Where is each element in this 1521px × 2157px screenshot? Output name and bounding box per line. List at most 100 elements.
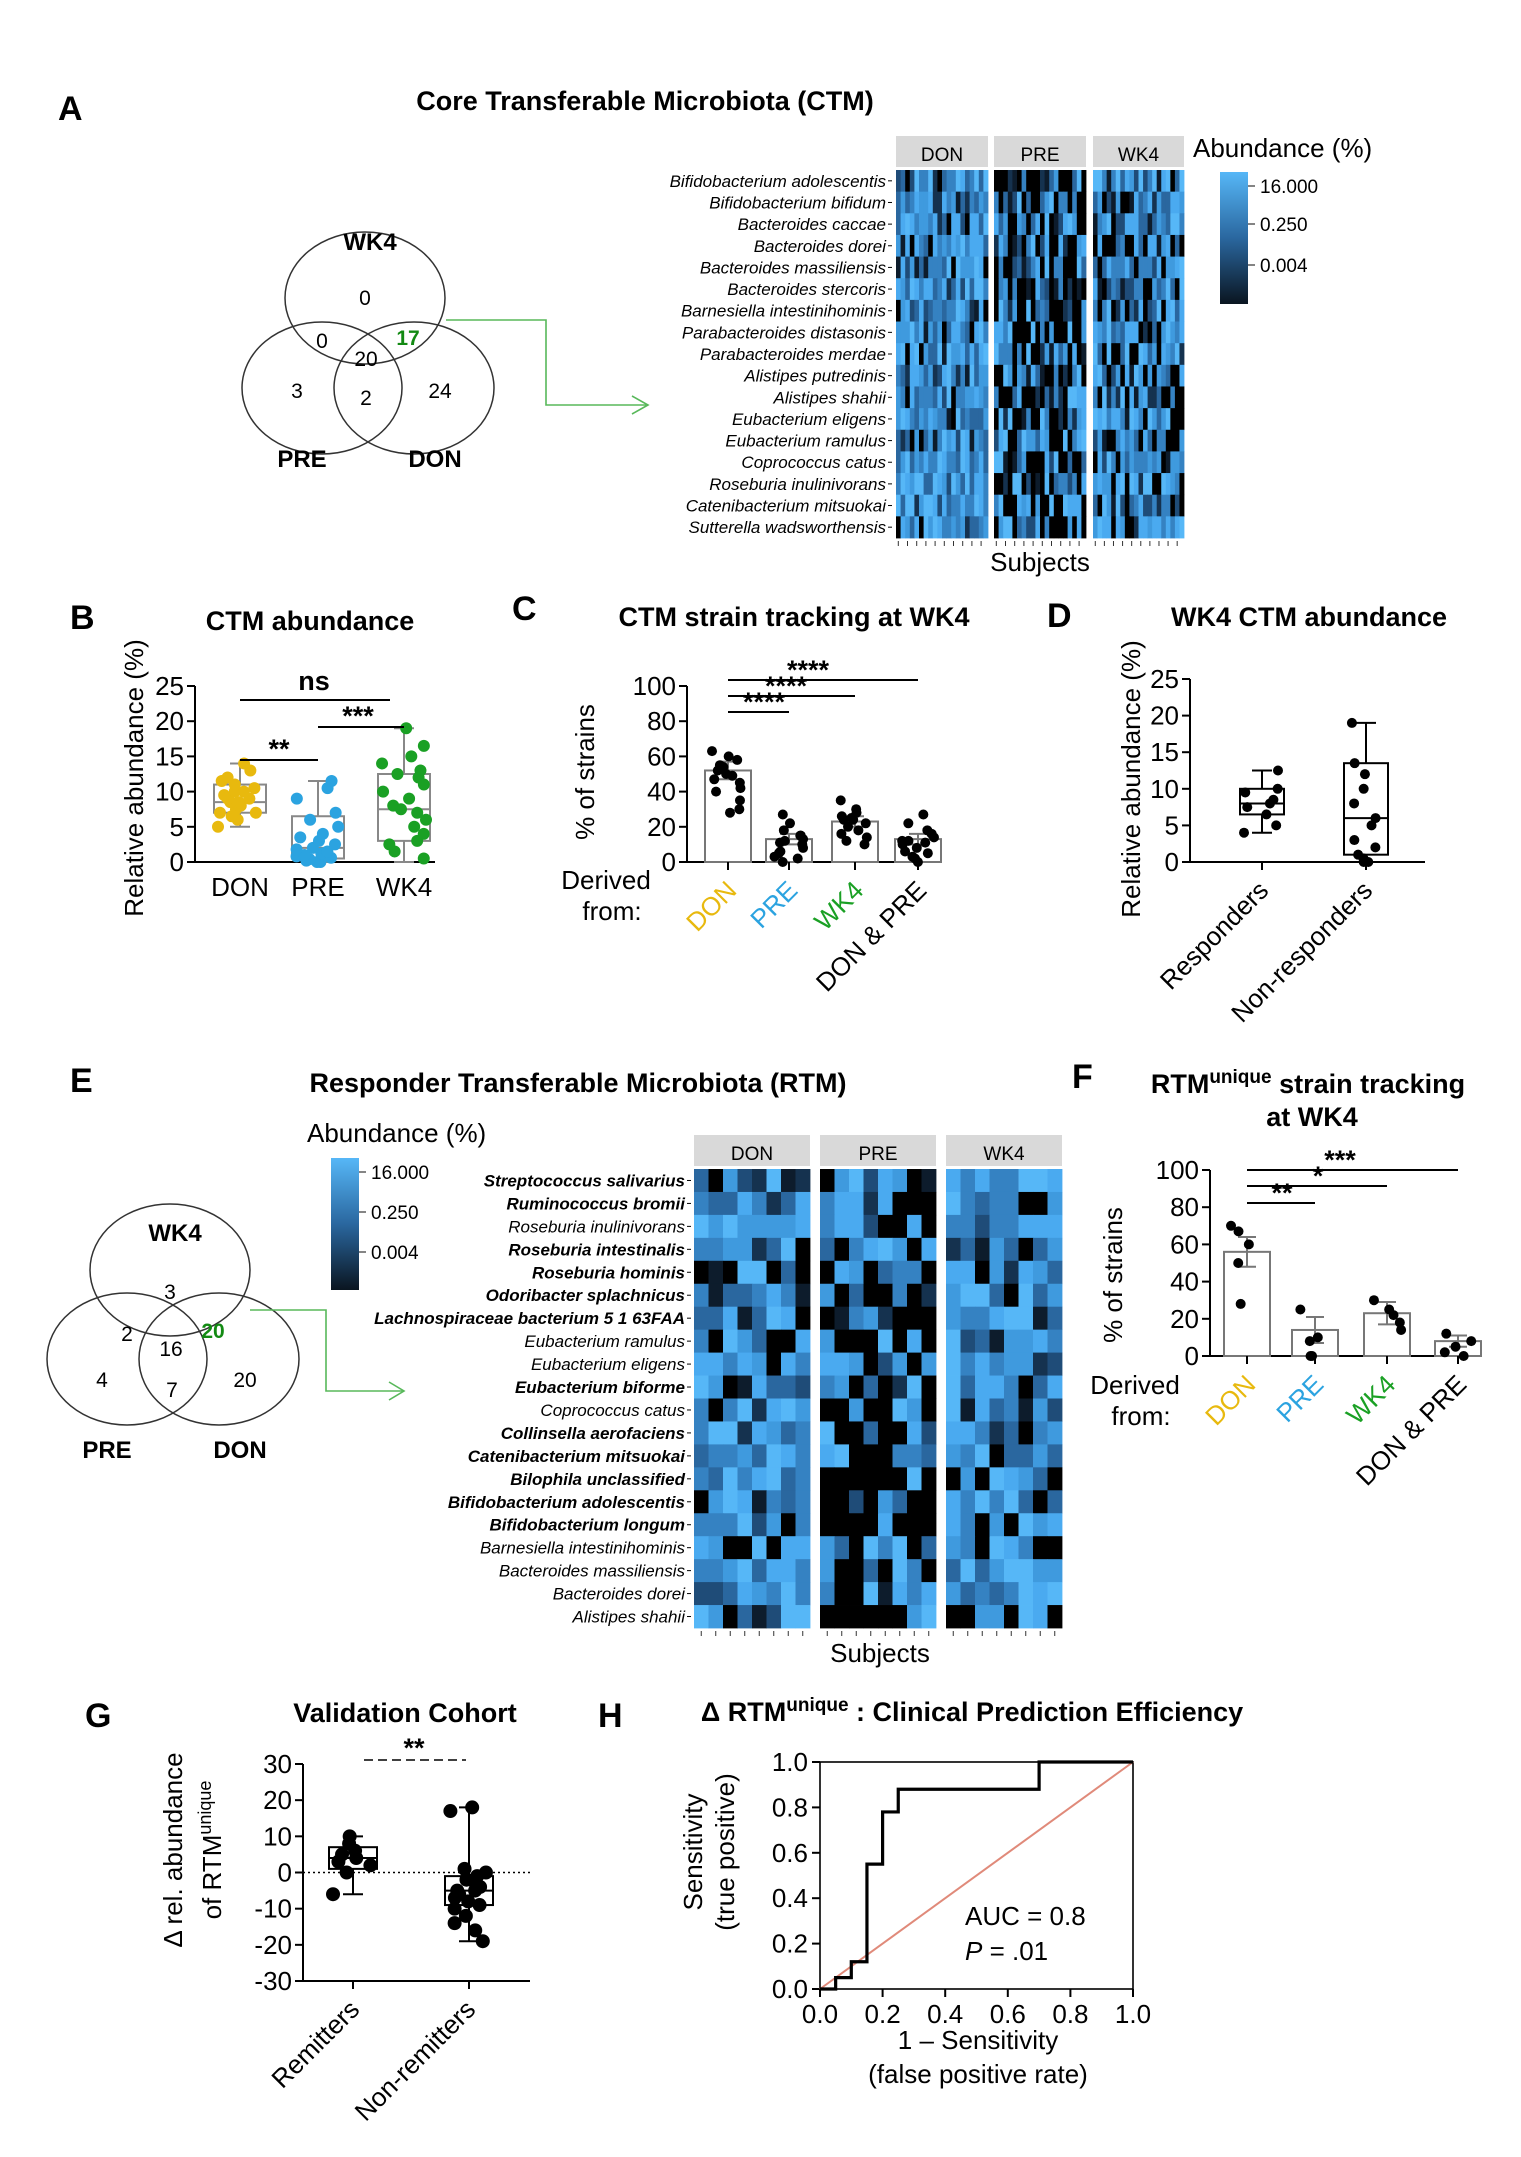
data-point [363,1858,378,1873]
heatmap-cell [1129,170,1135,193]
heatmap-cell [1138,234,1144,257]
data-point [735,783,746,794]
heatmap-cell [737,1375,753,1399]
heatmap-cell [932,256,938,279]
heatmap-cell [983,343,989,366]
heatmap-cell [1093,343,1098,366]
data-point [836,828,847,839]
heatmap-cell [1049,321,1055,344]
heatmap-cell [1174,473,1180,496]
heatmap-cell [1047,1237,1063,1262]
panel-f-title: RTMunique strain tracking [1151,1067,1465,1099]
heatmap-cell [905,234,911,257]
heatmap-cell [1174,299,1180,322]
data-point [403,792,416,805]
heatmap-cell [878,1283,893,1308]
y-tick-label: 0.0 [772,1974,808,2004]
heatmap-cell [1004,1513,1019,1537]
heatmap-cell [849,1559,864,1583]
panel-f-title-line2: at WK4 [1266,1102,1358,1132]
heatmap-cell [752,1260,767,1285]
heatmap-cell [955,191,961,214]
heatmap-cell [1106,429,1112,452]
heatmap-cell [960,1398,976,1422]
heatmap-cell [1017,213,1022,236]
heatmap-group-header [820,1135,936,1166]
heatmap-cell [863,1559,879,1583]
heatmap-cell [863,1490,879,1514]
data-point [1358,783,1369,794]
heatmap-cell [1106,451,1112,474]
significance-label: **** [743,687,786,717]
heatmap-cell [969,321,975,344]
y-tick-label: 60 [647,741,676,771]
heatmap-cell [1072,386,1078,409]
heatmap-cell [694,1260,709,1285]
heatmap-group-header [946,1135,1062,1166]
heatmap-cell [905,364,911,387]
heatmap-cell [1035,451,1041,474]
heatmap-cell [1124,343,1130,366]
heatmap-cell [946,1352,961,1376]
heatmap-cell [951,451,957,474]
heatmap-cell [878,1375,893,1399]
heatmap-cell [1076,256,1082,279]
heatmap-cell [820,1169,835,1193]
heatmap-cell [1174,343,1180,366]
heatmap-cell [1161,516,1167,539]
heatmap-cell [1106,386,1112,409]
heatmap-cell [1047,1467,1063,1491]
heatmap-cell [928,516,934,539]
data-point [795,830,806,841]
heatmap-cell [834,1536,850,1560]
heatmap-cell [737,1444,753,1468]
heatmap-cell [820,1582,835,1606]
heatmap-cell [1053,473,1059,496]
heatmap-cell [1012,343,1018,366]
species-label: Alistipes shahii [572,1608,687,1627]
heatmap-cell [1156,321,1162,344]
heatmap-cell [1106,494,1112,517]
heatmap-cell [994,213,999,236]
heatmap-cell [1152,170,1158,193]
heatmap-cell [951,234,957,257]
y-tick-label: -10 [254,1894,292,1924]
heatmap-cell [919,170,924,193]
panel-c-title: CTM strain tracking at WK4 [618,602,969,632]
heatmap-cell [1040,191,1045,214]
heatmap-cell [752,1237,767,1262]
heatmap-cell [905,386,911,409]
heatmap-cell [1040,213,1045,236]
heatmap-cell [1120,516,1126,539]
heatmap-cell [942,451,947,474]
heatmap-cell [737,1191,753,1216]
heatmap-cell [1018,1605,1034,1629]
heatmap-cell [708,1352,724,1376]
heatmap-cell [1044,494,1050,517]
heatmap-cell [1102,278,1108,301]
heatmap-cell [921,1214,937,1239]
bar [1223,1250,1271,1357]
heatmap-cell [946,1169,961,1193]
heatmap-cell [892,1513,908,1537]
heatmap-cell [994,321,999,344]
heatmap-cell [896,321,901,344]
heatmap-cell [1049,473,1055,496]
heatmap-cell [752,1559,767,1583]
heatmap-cell [994,299,999,322]
heatmap-cell [1156,234,1162,257]
heatmap-cell [1102,451,1108,474]
heatmap-cell [965,234,970,257]
heatmap-cell [969,191,975,214]
heatmap-cell [942,234,947,257]
heatmap-cell [928,321,934,344]
data-point [417,852,430,865]
x-tick-label: 0.8 [1052,1999,1088,2029]
heatmap-cell [1067,429,1073,452]
panel-letter-f: F [1072,1058,1093,1096]
heatmap-cell [1003,494,1009,517]
heatmap-cell [1004,1169,1019,1193]
heatmap-cell [907,1352,922,1376]
heatmap-cell [1004,1421,1019,1445]
venn-value: 7 [166,1379,178,1402]
